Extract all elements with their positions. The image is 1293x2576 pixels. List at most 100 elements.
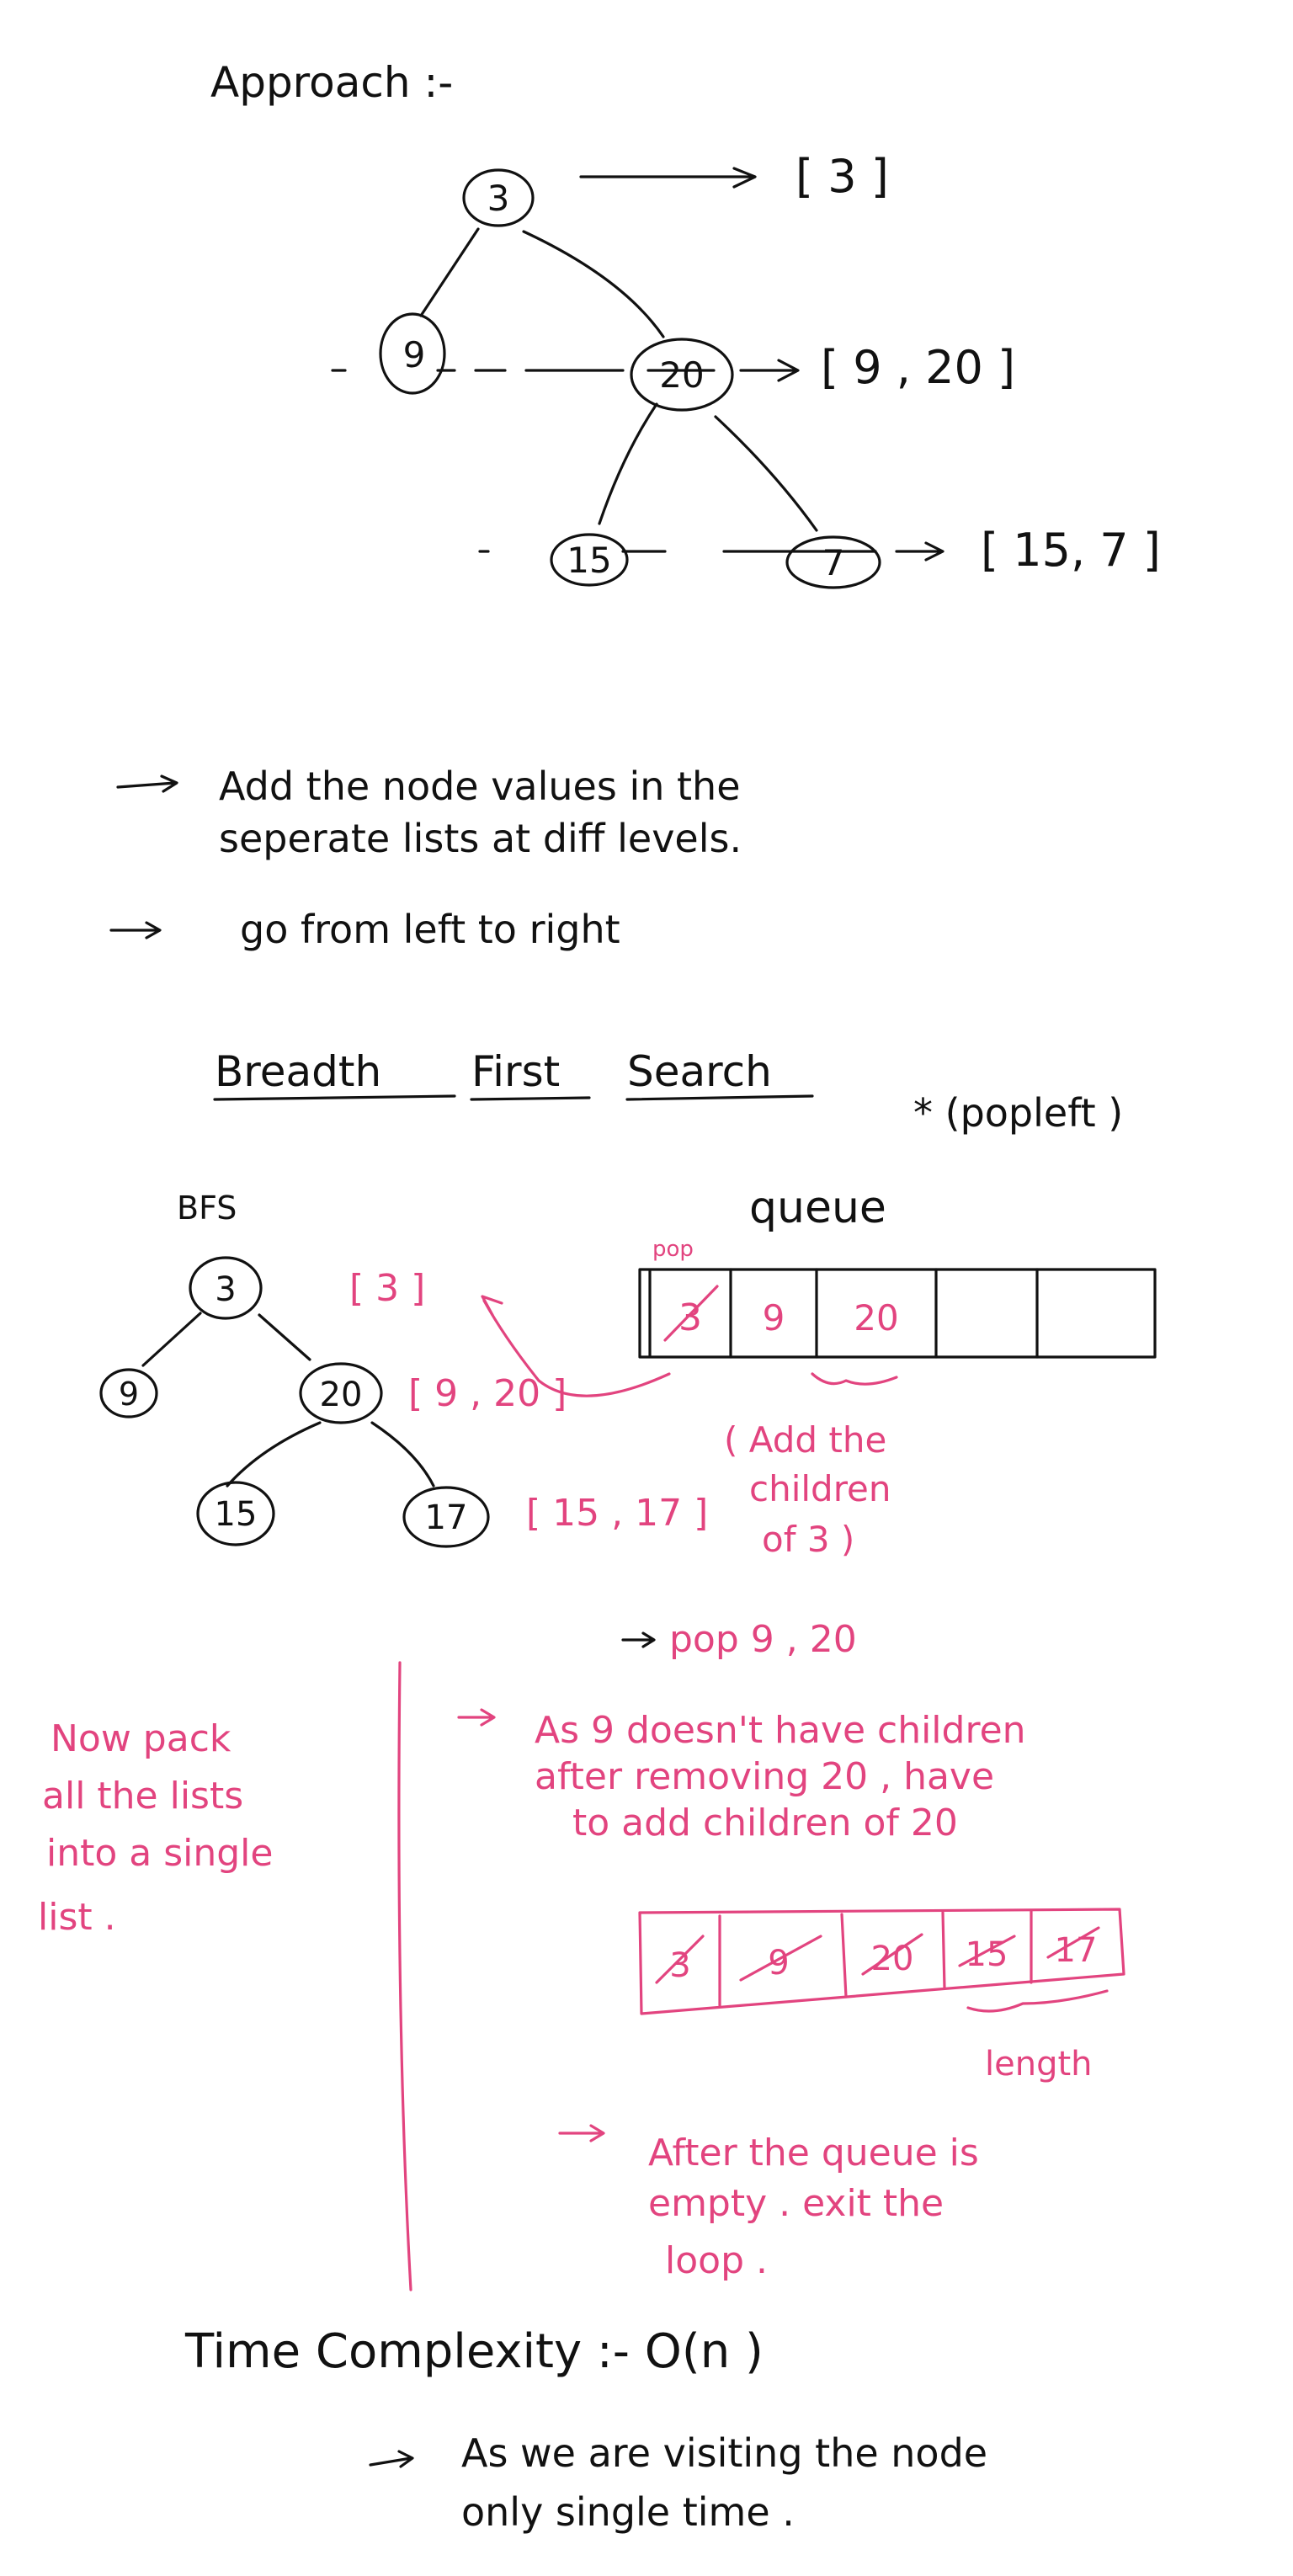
popleft-note: * (popleft ) [913, 1090, 1123, 1136]
arrow-icon [739, 359, 800, 382]
tree-edge [141, 1312, 202, 1367]
brace-mark [966, 1989, 1109, 2013]
children-note: ( Add the children of 3 ) [724, 1419, 891, 1560]
approach-notes: Add the node values in the seperate list… [109, 764, 742, 952]
approach-tree: 3 9 20 15 7 [ 3 ] [ 9 , 20 ] [ 15, 7 ] [331, 150, 1161, 589]
note-line: children [749, 1468, 891, 1509]
note-line: Add the node values in the [219, 764, 741, 809]
arrow-icon [579, 167, 757, 189]
tree-node-circle [785, 535, 881, 589]
queue-cell-value: 3 [678, 1296, 702, 1339]
level-list: [ 9 , 20 ] [821, 341, 1015, 394]
tree-node-circle [99, 1368, 158, 1418]
level-list: [ 9 , 20 ] [408, 1372, 567, 1415]
tree-edge [714, 415, 818, 532]
brace-mark [811, 1372, 898, 1386]
queue-cell-value: 20 [854, 1297, 898, 1339]
note-line: empty . exit the [648, 2182, 944, 2225]
approach-heading: Approach :- [210, 58, 453, 107]
bfs-label: BFS [177, 1190, 237, 1227]
arrow-icon [116, 774, 178, 793]
tree-node-circle [630, 338, 734, 412]
side-note: Now pack all the lists into a single lis… [38, 1717, 273, 1939]
tree-edge [370, 1421, 435, 1488]
level-list: [ 15, 7 ] [981, 524, 1161, 577]
note-line: As 9 doesn't have children [535, 1709, 1026, 1752]
pop-label: pop [652, 1237, 694, 1262]
bfs-heading: Breadth First Search [213, 1047, 814, 1101]
tree-node-value: 3 [487, 178, 510, 219]
note-line: only single time . [461, 2489, 795, 2535]
tree-node-value: 7 [822, 542, 845, 583]
queue-dividers [729, 1268, 1039, 1359]
level-list: [ 3 ] [349, 1267, 425, 1310]
pop-note: pop 9 , 20 [669, 1618, 857, 1661]
tree-node-circle [550, 533, 629, 587]
tree-node-value: 3 [215, 1270, 236, 1309]
heading-word: First [471, 1047, 560, 1096]
arrow-icon [558, 2124, 605, 2142]
note-line: ( Add the [724, 1419, 886, 1461]
note-line: after removing 20 , have [535, 1755, 994, 1798]
tree-node-value: 15 [215, 1495, 258, 1534]
pop-arrow [482, 1299, 671, 1397]
tree-node-value: 9 [119, 1376, 139, 1413]
arrow-icon [109, 921, 162, 939]
exit-note: After the queue is empty . exit the loop… [558, 2124, 979, 2282]
tree-node-circle [462, 168, 535, 227]
tree-node-circle [379, 312, 446, 395]
arrow-icon [621, 1631, 656, 1648]
underline [625, 1094, 814, 1101]
divider-line [397, 1661, 412, 2291]
strike-mark [663, 1285, 719, 1342]
arrow-icon [457, 1708, 496, 1727]
tree-edge [419, 227, 480, 317]
tree-node-circle [299, 1362, 383, 1424]
queue-cell-value: 15 [966, 1935, 1008, 1974]
note-line: to add children of 20 [572, 1802, 958, 1844]
tree-node-value: 20 [659, 354, 704, 396]
queue-box: pop 3 9 20 [481, 1237, 1157, 1397]
heading-word: Breadth [215, 1047, 381, 1096]
note-line: Now pack [51, 1717, 231, 1760]
tree-node-circle [402, 1486, 490, 1548]
note-line: all the lists [42, 1775, 243, 1818]
note-line: seperate lists at diff levels. [219, 816, 742, 861]
tree-edge [226, 1421, 322, 1488]
queue-outline [638, 1268, 1157, 1359]
tree-node-value: 17 [425, 1498, 468, 1537]
tree-node-value: 9 [403, 334, 426, 375]
note-line: into a single [46, 1832, 273, 1875]
tree-node-value: 20 [320, 1376, 363, 1414]
complexity-title: Time Complexity :- O(n ) [184, 2324, 764, 2379]
tree-node-circle [196, 1481, 275, 1546]
note-line: As we are visiting the node [461, 2430, 987, 2476]
length-label: length [985, 2045, 1093, 2084]
tree-node-value: 15 [567, 540, 611, 581]
children-explanation: As 9 doesn't have children after removin… [457, 1708, 1026, 1844]
arrow-head [481, 1295, 503, 1317]
note-line: go from left to right [240, 907, 620, 952]
queue-dividers [718, 1909, 1033, 2007]
arrow-icon [369, 2450, 414, 2468]
level-list: [ 15 , 17 ] [526, 1492, 708, 1535]
tree-edge [598, 402, 658, 525]
underline [470, 1096, 591, 1101]
queue-cell-value: 9 [763, 1297, 785, 1339]
queue-outline [638, 1908, 1125, 2015]
bfs-tree: 3 9 20 15 17 [ 3 ] [ 9 , 20 ] [ 15 , 17 … [99, 1256, 708, 1548]
arrow-icon [895, 541, 944, 562]
tree-node-circle [189, 1256, 263, 1320]
tree-edge [522, 230, 665, 338]
heading-word: Search [627, 1047, 772, 1096]
underline [213, 1094, 456, 1101]
note-line: of 3 ) [762, 1519, 854, 1560]
strike-mark [655, 1926, 1100, 1984]
tree-edge [258, 1313, 311, 1361]
queue-label: queue [749, 1183, 886, 1233]
note-line: list . [38, 1896, 116, 1939]
note-line: After the queue is [648, 2132, 979, 2174]
note-line: loop . [665, 2239, 768, 2282]
final-queue: 3 9 20 15 17 length [638, 1908, 1125, 2084]
